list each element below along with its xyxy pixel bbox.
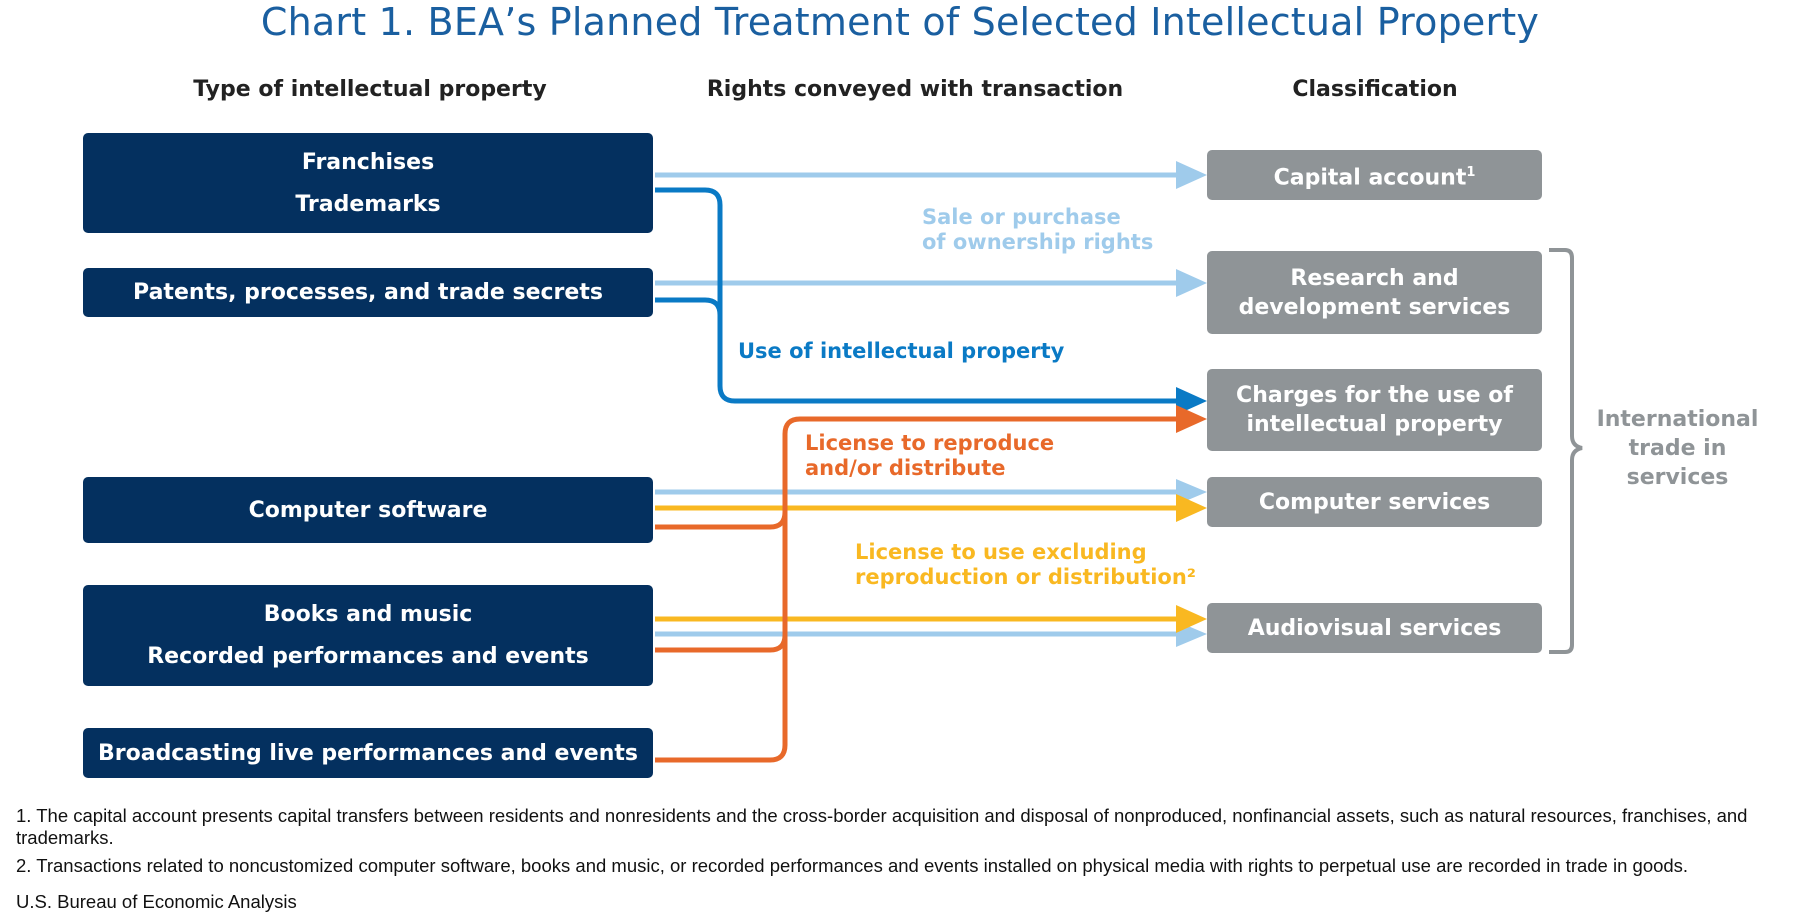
header-ip-type: Type of intellectual property bbox=[193, 77, 547, 102]
arrow-broadcasting-to-charges bbox=[655, 416, 1180, 763]
sale-ownership-arrows bbox=[655, 172, 1180, 637]
label-sale-line2: of ownership rights bbox=[922, 230, 1154, 254]
label-trademarks: Trademarks bbox=[295, 191, 441, 217]
box-broadcasting: Broadcasting live performances and event… bbox=[83, 728, 653, 778]
label-international-trade: International trade in services bbox=[1590, 405, 1765, 492]
label-patents: Patents, processes, and trade secrets bbox=[133, 280, 603, 305]
header-classification: Classification bbox=[1292, 77, 1458, 102]
label-use-line2: reproduction or distribution² bbox=[855, 565, 1196, 589]
trade-bracket bbox=[1549, 248, 1583, 654]
trade-line2: trade in bbox=[1628, 436, 1727, 461]
box-capital-account: Capital account1 bbox=[1207, 150, 1542, 200]
label-license-use: License to use excluding reproduction or… bbox=[855, 540, 1196, 590]
label-rd-2: development services bbox=[1238, 294, 1511, 320]
label-sale-ownership: Sale or purchase of ownership rights bbox=[922, 205, 1153, 255]
label-franchises: Franchises bbox=[301, 149, 435, 175]
label-broadcasting: Broadcasting live performances and event… bbox=[97, 740, 638, 766]
box-rd-services: Research and development services bbox=[1207, 251, 1542, 334]
box-books-recorded: Books and music Recorded performances an… bbox=[83, 585, 653, 686]
label-sale-line1: Sale or purchase bbox=[922, 205, 1121, 229]
box-patents: Patents, processes, and trade secrets bbox=[83, 268, 653, 317]
arrowhead-av-yl bbox=[1176, 605, 1207, 633]
arrowhead-charges-orange bbox=[1176, 405, 1207, 433]
license-use-arrowheads bbox=[1176, 494, 1207, 633]
arrowhead-charges-blue bbox=[1176, 387, 1207, 415]
label-software: Computer software bbox=[248, 497, 488, 523]
chart-title: Chart 1. BEA’s Planned Treatment of Sele… bbox=[260, 0, 1540, 44]
label-rd-1: Research and bbox=[1290, 265, 1459, 291]
footnote-mark-1: 1 bbox=[1466, 164, 1476, 180]
source-note: U.S. Bureau of Economic Analysis bbox=[16, 891, 297, 912]
box-audiovisual: Audiovisual services bbox=[1207, 603, 1542, 653]
arrow-trademarks-to-charges bbox=[655, 187, 1180, 404]
box-charges-ip: Charges for the use of intellectual prop… bbox=[1207, 369, 1542, 451]
header-rights: Rights conveyed with transaction bbox=[706, 77, 1124, 102]
footnote-2: 2. Transactions related to noncustomized… bbox=[16, 855, 1689, 876]
arrow-books-to-charges bbox=[655, 634, 788, 653]
footnote-1: 1. The capital account presents capital … bbox=[16, 805, 1748, 848]
arrow-patents-to-charges bbox=[655, 297, 723, 316]
label-charges-1: Charges for the use of bbox=[1236, 383, 1513, 408]
label-recorded: Recorded performances and events bbox=[147, 644, 589, 670]
license-repro-arrows bbox=[655, 416, 1180, 763]
arrow-software-to-charges bbox=[655, 511, 788, 530]
label-capital: Capital account bbox=[1273, 165, 1467, 191]
label-repro-line1: License to reproduce bbox=[805, 431, 1055, 455]
use-ip-arrows bbox=[655, 187, 1180, 404]
trade-line1: International bbox=[1596, 407, 1759, 432]
license-use-arrows bbox=[655, 505, 1180, 622]
arrowhead-computer-yl bbox=[1176, 494, 1207, 522]
label-repro-line2: and/or distribute bbox=[805, 456, 1006, 480]
label-audiovisual: Audiovisual services bbox=[1247, 615, 1502, 641]
label-computer-services: Computer services bbox=[1258, 489, 1491, 515]
label-charges-2: intellectual property bbox=[1246, 412, 1503, 437]
box-computer-services: Computer services bbox=[1207, 477, 1542, 527]
arrowhead-rd bbox=[1176, 269, 1207, 297]
label-books: Books and music bbox=[263, 601, 473, 627]
box-software: Computer software bbox=[83, 477, 653, 543]
trade-line3: services bbox=[1626, 465, 1729, 490]
box-franchises-trademarks: Franchises Trademarks bbox=[83, 133, 653, 233]
arrowhead-capital bbox=[1176, 161, 1207, 189]
label-license-reproduce: License to reproduce and/or distribute bbox=[805, 431, 1054, 481]
label-use-line1: License to use excluding bbox=[855, 540, 1147, 564]
label-use-ip: Use of intellectual property bbox=[738, 339, 1065, 363]
